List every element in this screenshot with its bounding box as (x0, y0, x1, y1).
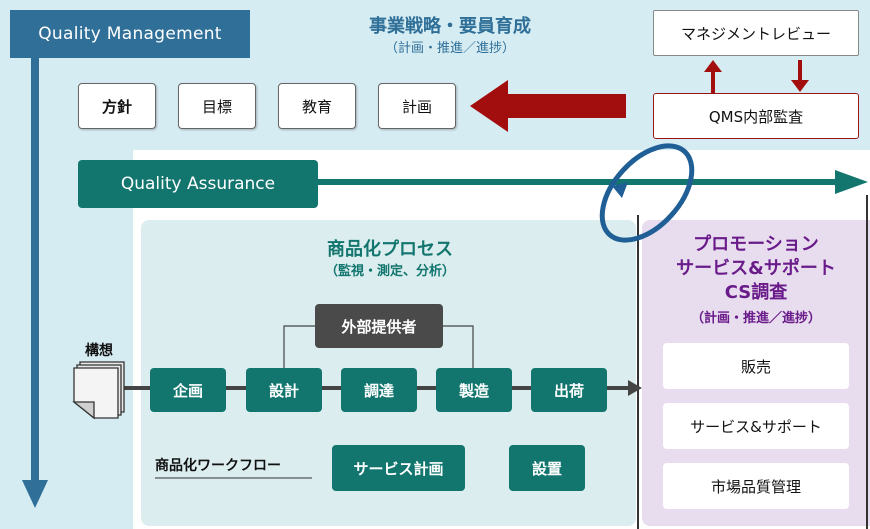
installation-box: 設置 (509, 445, 585, 491)
qm-down-arrow (22, 58, 48, 508)
promotion-title-line3: CS調査 (724, 282, 788, 303)
step-shipping: 出荷 (531, 368, 607, 412)
policy-box: 方針 (78, 83, 156, 129)
promotion-title-line2: サービス&サポート (676, 258, 836, 279)
divider-line-right (866, 195, 868, 529)
plan-box: 計画 (378, 83, 456, 129)
qa-right-arrow (318, 170, 868, 194)
goal-box: 目標 (178, 83, 256, 129)
step-manufacturing: 製造 (436, 368, 512, 412)
strategy-subtitle: （計画・推進／進捗） (384, 41, 515, 56)
red-left-arrow (470, 80, 626, 132)
step-design: 設計 (246, 368, 322, 412)
external-supplier-connector (283, 325, 474, 368)
process-subtitle: （監視・測定、分析） (324, 264, 455, 279)
concept-document-icon (72, 361, 125, 420)
workflow-label: 商品化ワークフロー (155, 458, 281, 474)
concept-label: 構想 (85, 343, 113, 359)
sales-box: 販売 (663, 343, 849, 389)
divider-line-process (637, 215, 639, 529)
market-quality-box: 市場品質管理 (663, 463, 849, 509)
education-box: 教育 (278, 83, 356, 129)
service-support-box: サービス&サポート (663, 403, 849, 449)
promotion-subtitle: （計画・推進／進捗） (690, 311, 821, 326)
cycle-loop (599, 143, 695, 243)
management-review-box: マネジメントレビュー (653, 10, 859, 56)
step-planning: 企画 (150, 368, 226, 412)
quality-assurance-title: Quality Assurance (78, 160, 318, 208)
strategy-title: 事業戦略・要員育成 (369, 16, 531, 37)
promotion-title-line1: プロモーション (693, 234, 819, 255)
review-to-audit-arrow (791, 60, 809, 92)
cycle-arrowhead (612, 182, 628, 198)
step-procurement: 調達 (341, 368, 417, 412)
process-title: 商品化プロセス (327, 239, 453, 260)
external-supplier-box: 外部提供者 (315, 304, 443, 348)
internal-audit-box: QMS内部監査 (653, 93, 859, 139)
audit-to-review-arrow (704, 60, 722, 93)
service-plan-box: サービス計画 (332, 445, 465, 491)
quality-management-title: Quality Management (10, 10, 250, 58)
